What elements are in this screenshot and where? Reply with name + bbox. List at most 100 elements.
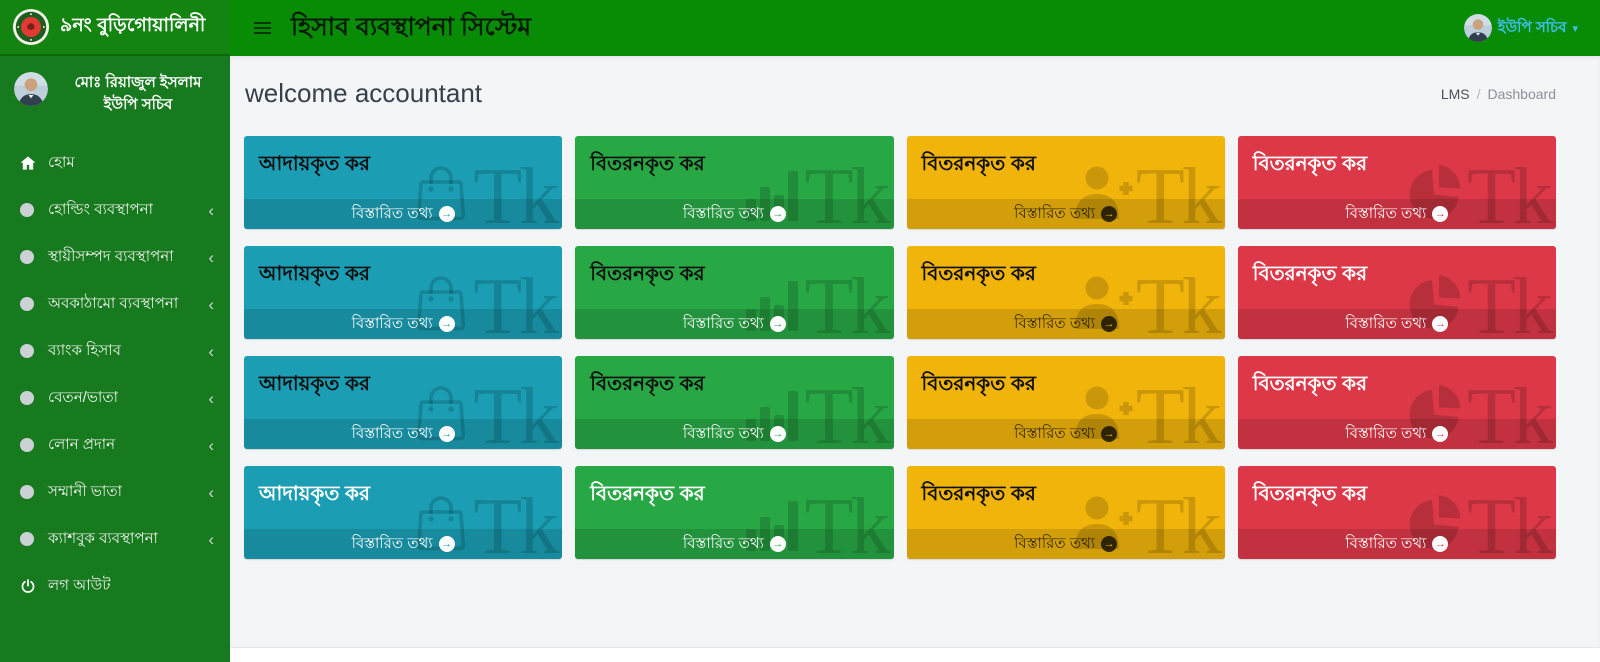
sidebar-item-bank-account[interactable]: ব্যাংক হিসাব ‹ [0,328,230,375]
sidebar-menu: হোম হোল্ডিং ব্যবস্থাপনা ‹ স্থায়ীসম্পদ ব… [0,140,230,610]
infobox-distributed-tax-yellow-r1[interactable]: বিতরনকৃত কর Tk বিস্তারিত তথ্য → [906,136,1225,229]
sidebar-item-label: লোন প্রদান [48,435,116,453]
arrow-circle-right-icon: → [769,316,786,332]
arrow-circle-right-icon: → [769,536,786,552]
infobox-details-link[interactable]: বিস্তারিত তথ্য → [244,309,563,339]
arrow-circle-right-icon: → [769,426,786,442]
infobox-distributed-tax-yellow-r2[interactable]: বিতরনকৃত কর Tk বিস্তারিত তথ্য → [906,246,1225,339]
infobox-distributed-tax-green-r2[interactable]: বিতরনকৃত কর Tk বিস্তারিত তথ্য → [575,246,894,339]
infobox-distributed-tax-green-r1[interactable]: বিতরনকৃত কর Tk বিস্তারিত তথ্য → [575,136,894,229]
infobox-title: আদায়কৃত কর [259,483,370,505]
infobox-distributed-tax-green-r4[interactable]: বিতরনকৃত কর Tk বিস্তারিত তথ্য → [575,466,894,559]
circle-icon [20,203,48,217]
infobox-collected-tax-r2[interactable]: আদায়কৃত কর Tk বিস্তারিত তথ্য → [244,246,563,339]
arrow-circle-right-icon: → [1101,206,1118,222]
infobox-title: বিতরনকৃত কর [590,373,705,395]
user-role: ইউপি সচিব [103,95,173,113]
arrow-circle-right-icon: → [438,316,455,332]
sidebar-item-infrastructure-management[interactable]: অবকাঠামো ব্যবস্থাপনা ‹ [0,281,230,328]
circle-icon [20,250,48,264]
power-icon [20,578,48,594]
content-area: welcome accountant LMS / Dashboard আদায়… [230,56,1600,647]
chevron-left-icon: ‹ [208,388,214,408]
breadcrumb: LMS / Dashboard [1441,86,1556,102]
infobox-grid: আদায়কৃত কর Tk বিস্তারিত তথ্য → বিতরনকৃত… [244,136,1556,559]
arrow-circle-right-icon: → [438,426,455,442]
chevron-left-icon: ‹ [208,294,214,314]
chevron-left-icon: ‹ [208,341,214,361]
circle-icon [20,438,48,452]
sidebar-item-label: ক্যাশবুক ব্যবস্থাপনা [48,529,158,547]
infobox-distributed-tax-green-r3[interactable]: বিতরনকৃত কর Tk বিস্তারিত তথ্য → [575,356,894,449]
details-label: বিস্তারিত তথ্য [1345,314,1427,332]
infobox-details-link[interactable]: বিস্তারিত তথ্য → [906,199,1225,229]
infobox-details-link[interactable]: বিস্তারিত তথ্য → [244,529,563,559]
circle-icon [20,391,48,405]
details-label: বিস্তারিত তথ্য [682,534,764,552]
chevron-down-icon: ▾ [1572,22,1578,35]
arrow-circle-right-icon: → [1432,316,1449,332]
arrow-circle-right-icon: → [1101,426,1118,442]
infobox-title: বিতরনকৃত কর [921,263,1036,285]
sidebar-item-honorarium-allowance[interactable]: সম্মানী ভাতা ‹ [0,469,230,516]
infobox-details-link[interactable]: বিস্তারিত তথ্য → [575,419,894,449]
sidebar-item-cashbook-management[interactable]: ক্যাশবুক ব্যবস্থাপনা ‹ [0,516,230,563]
infobox-details-link[interactable]: বিস্তারিত তথ্য → [575,309,894,339]
details-label: বিস্তারিত তথ্য [1014,424,1096,442]
infobox-distributed-tax-yellow-r4[interactable]: বিতরনকৃত কর Tk বিস্তারিত তথ্য → [906,466,1225,559]
sidebar-item-holding-management[interactable]: হোল্ডিং ব্যবস্থাপনা ‹ [0,187,230,234]
infobox-details-link[interactable]: বিস্তারিত তথ্য → [1237,199,1556,229]
infobox-details-link[interactable]: বিস্তারিত তথ্য → [575,529,894,559]
details-label: বিস্তারিত তথ্য [682,204,764,222]
infobox-details-link[interactable]: বিস্তারিত তথ্য → [575,199,894,229]
infobox-title: বিতরনকৃত কর [590,263,705,285]
infobox-distributed-tax-red-r4[interactable]: বিতরনকৃত কর Tk বিস্তারিত তথ্য → [1237,466,1556,559]
infobox-title: বিতরনকৃত কর [590,483,705,505]
details-label: বিস্তারিত তথ্য [351,534,433,552]
arrow-circle-right-icon: → [438,206,455,222]
breadcrumb-root[interactable]: LMS [1440,85,1470,102]
user-name: মোঃ রিয়াজুল ইসলাম [74,74,202,91]
sidebar-item-logout[interactable]: লগ আউট [0,563,230,610]
chevron-left-icon: ‹ [208,529,214,549]
user-dropdown[interactable]: ইউপি সচিব ▾ [1464,14,1578,42]
details-label: বিস্তারিত তথ্য [351,204,433,222]
infobox-distributed-tax-red-r2[interactable]: বিতরনকৃত কর Tk বিস্তারিত তথ্য → [1237,246,1556,339]
infobox-distributed-tax-red-r3[interactable]: বিতরনকৃত কর Tk বিস্তারিত তথ্য → [1237,356,1556,449]
details-label: বিস্তারিত তথ্য [682,314,764,332]
brand[interactable]: ৯নং বুড়িগোয়ালিনী [0,0,230,56]
arrow-circle-right-icon: → [1432,206,1449,222]
govt-emblem-logo [12,8,50,46]
infobox-title: আদায়কৃত কর [259,373,370,395]
infobox-details-link[interactable]: বিস্তারিত তথ্য → [906,309,1225,339]
arrow-circle-right-icon: → [1101,536,1118,552]
infobox-details-link[interactable]: বিস্তারিত তথ্য → [1237,529,1556,559]
sidebar-item-home[interactable]: হোম [0,140,230,187]
details-label: বিস্তারিত তথ্য [1014,534,1096,552]
page-title: welcome accountant [245,78,483,108]
sidebar-item-label: ব্যাংক হিসাব [48,341,121,359]
infobox-collected-tax-r4[interactable]: আদায়কৃত কর Tk বিস্তারিত তথ্য → [244,466,563,559]
infobox-details-link[interactable]: বিস্তারিত তথ্য → [906,529,1225,559]
menu-toggle-icon[interactable] [252,18,273,38]
infobox-collected-tax-r1[interactable]: আদায়কৃত কর Tk বিস্তারিত তথ্য → [244,136,563,229]
infobox-details-link[interactable]: বিস্তারিত তথ্য → [906,419,1225,449]
infobox-title: বিতরনকৃত কর [921,483,1036,505]
details-label: বিস্তারিত তথ্য [1345,204,1427,222]
arrow-circle-right-icon: → [1432,536,1449,552]
infobox-collected-tax-r3[interactable]: আদায়কৃত কর Tk বিস্তারিত তথ্য → [244,356,563,449]
circle-icon [20,344,48,358]
infobox-details-link[interactable]: বিস্তারিত তথ্য → [244,199,563,229]
infobox-details-link[interactable]: বিস্তারিত তথ্য → [1237,419,1556,449]
sidebar-item-salary-allowance[interactable]: বেতন/ভাতা ‹ [0,375,230,422]
sidebar-item-fixed-asset-management[interactable]: স্থায়ীসম্পদ ব্যবস্থাপনা ‹ [0,234,230,281]
infobox-distributed-tax-yellow-r3[interactable]: বিতরনকৃত কর Tk বিস্তারিত তথ্য → [906,356,1225,449]
sidebar: ৯নং বুড়িগোয়ালিনী মোঃ রিয়াজুল ইসলাম ইউ… [0,0,230,662]
details-label: বিস্তারিত তথ্য [1345,424,1427,442]
infobox-details-link[interactable]: বিস্তারিত তথ্য → [244,419,563,449]
infobox-details-link[interactable]: বিস্তারিত তথ্য → [1237,309,1556,339]
infobox-title: বিতরনকৃত কর [1252,373,1368,395]
infobox-distributed-tax-red-r1[interactable]: বিতরনকৃত কর Tk বিস্তারিত তথ্য → [1237,136,1556,229]
sidebar-item-loan-provision[interactable]: লোন প্রদান ‹ [0,422,230,469]
infobox-title: আদায়কৃত কর [259,263,370,285]
